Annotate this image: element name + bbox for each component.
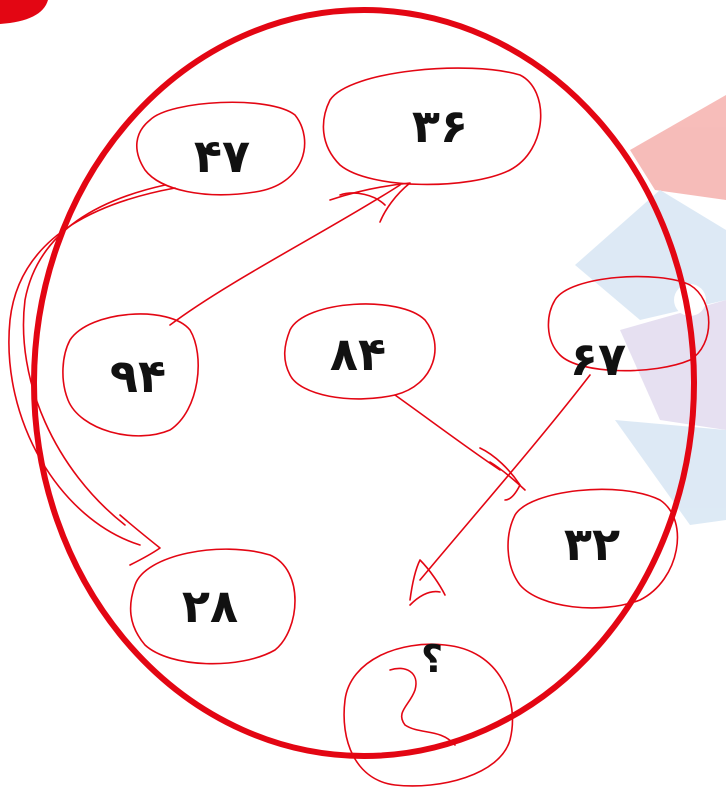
number-94: ۹۴ xyxy=(110,349,166,403)
number-84: ۸۴ xyxy=(330,327,386,381)
corner-badge xyxy=(0,0,48,24)
watermark-logo xyxy=(575,95,726,525)
answer-scribble xyxy=(389,667,456,746)
number-28: ۲۸ xyxy=(182,579,238,633)
number-36: ۳۶ xyxy=(412,99,468,153)
arrow-67-to-question xyxy=(419,374,591,581)
arrow-94-to-36 xyxy=(169,184,401,326)
outer-circle xyxy=(31,7,697,759)
arrow-84-to-32 xyxy=(394,394,501,471)
number-67: ۶۷ xyxy=(570,332,626,386)
arrow-47-to-28 xyxy=(8,187,176,546)
number-47: ۴۷ xyxy=(194,129,250,183)
connection-arrows xyxy=(8,182,591,606)
number-32: ۳۲ xyxy=(564,517,620,571)
number-rings xyxy=(62,67,710,787)
question-mark: ؟ xyxy=(421,637,443,681)
